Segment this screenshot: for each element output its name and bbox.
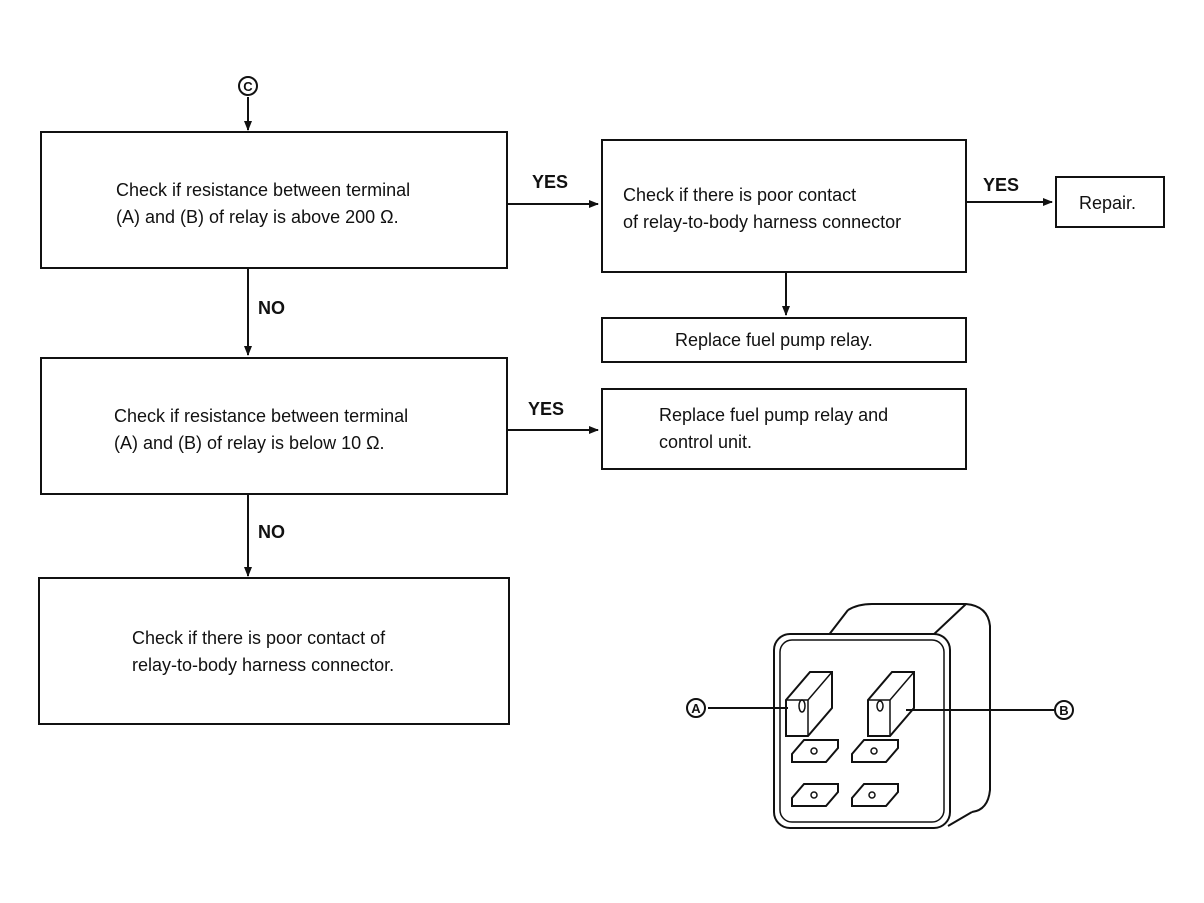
replace-relay-unit-line1: Replace fuel pump relay and	[659, 405, 889, 425]
check-contact-top-line2: of relay-to-body harness connector	[623, 212, 902, 232]
small-terminal-3	[791, 783, 839, 807]
replace-relay-unit-line2: control unit.	[659, 432, 753, 452]
check-below-line2: (A) and (B) of relay is below 10 Ω.	[114, 433, 385, 453]
check-contact-bottom-line1: Check if there is poor contact of	[132, 628, 386, 648]
terminal-a-callout: A	[686, 698, 706, 718]
yes-label-3: YES	[528, 399, 565, 419]
small-terminal-4	[851, 783, 899, 807]
check-contact-bottom-line2: relay-to-body harness connector.	[132, 655, 395, 675]
no-label-1: NO	[258, 298, 285, 318]
relay-illustration	[708, 603, 1054, 829]
check-resistance-above-box: Check if resistance between terminal (A)…	[40, 131, 508, 269]
check-poor-contact-box: Check if there is poor contact of relay-…	[601, 139, 967, 273]
start-connector-c: C	[238, 76, 258, 96]
terminal-b-pin	[867, 671, 915, 737]
replace-relay-box: Replace fuel pump relay.	[601, 317, 967, 363]
check-poor-contact-bottom-box: Check if there is poor contact of relay-…	[38, 577, 510, 725]
terminal-a-pin	[785, 671, 833, 737]
repair-label: Repair.	[1079, 193, 1137, 213]
check-resistance-below-box: Check if resistance between terminal (A)…	[40, 357, 508, 495]
no-label-2: NO	[258, 522, 285, 542]
check-contact-top-line1: Check if there is poor contact	[623, 185, 857, 205]
check-above-line1: Check if resistance between terminal	[116, 180, 411, 200]
check-below-line1: Check if resistance between terminal	[114, 406, 409, 426]
yes-label-1: YES	[532, 172, 569, 192]
check-above-line2: (A) and (B) of relay is above 200 Ω.	[116, 207, 399, 227]
small-terminal-1	[791, 739, 839, 763]
replace-relay-label: Replace fuel pump relay.	[675, 330, 873, 350]
yes-label-2: YES	[983, 175, 1020, 195]
terminal-b-callout: B	[1054, 700, 1074, 720]
small-terminal-2	[851, 739, 899, 763]
repair-box: Repair.	[1055, 176, 1165, 228]
replace-relay-and-unit-box: Replace fuel pump relay and control unit…	[601, 388, 967, 470]
